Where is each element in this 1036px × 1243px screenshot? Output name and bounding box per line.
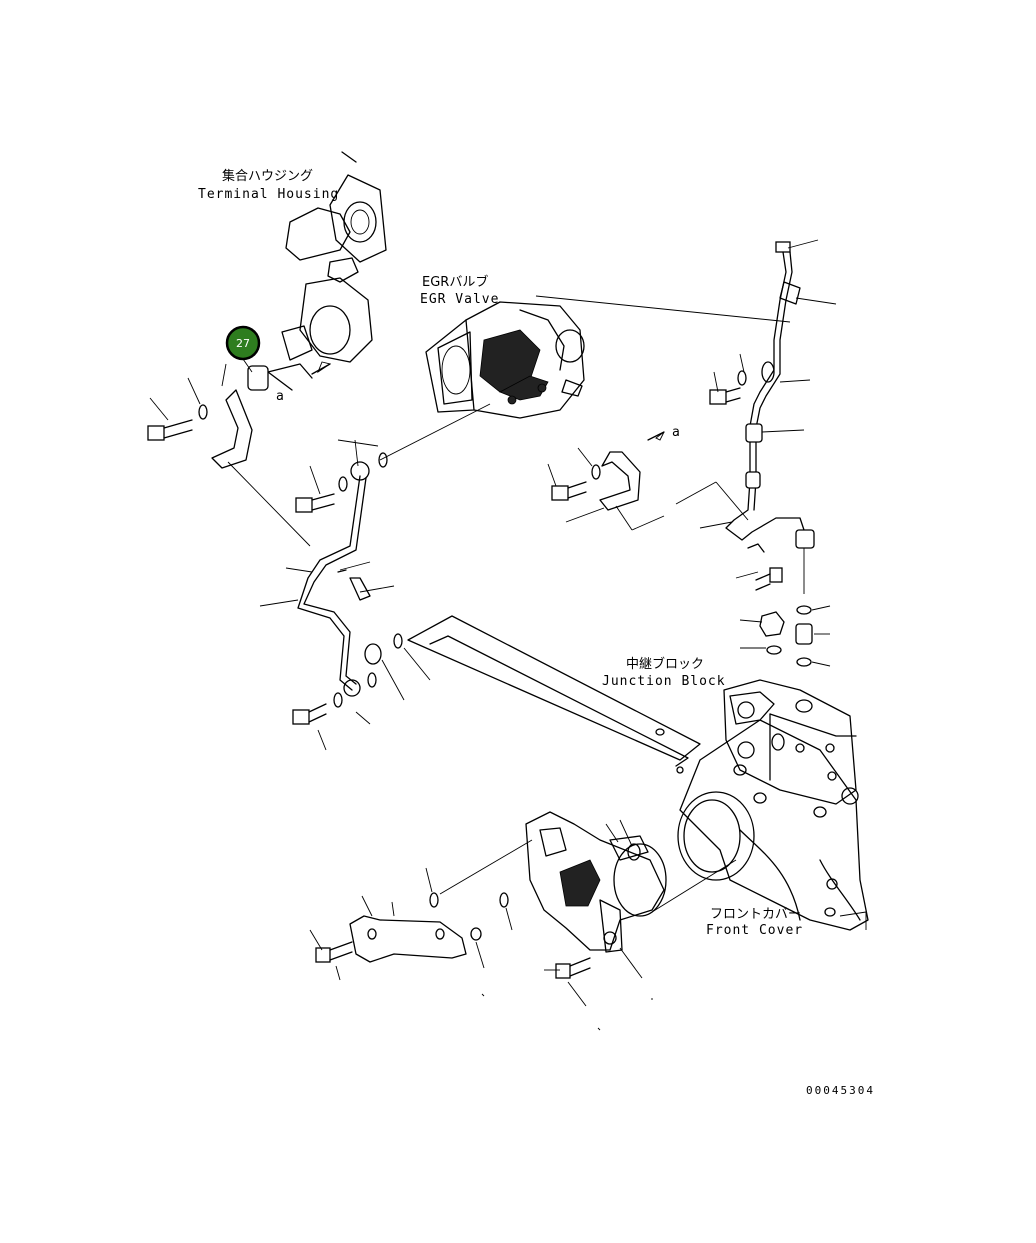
gasket-plate — [407, 615, 701, 774]
front-cover-label-en: Front Cover — [706, 923, 803, 938]
egr-valve — [425, 295, 791, 419]
spacer — [247, 365, 269, 391]
terminal-housing-label-jp: 集合ハウジング — [222, 168, 313, 184]
label-egr-valve: EGRバルブ EGR Valve — [420, 274, 499, 307]
egr-valve-label-jp: EGRバルブ — [422, 274, 488, 290]
drawing-number: 00045304 — [806, 1084, 875, 1097]
reference-a-upper: a — [276, 389, 285, 404]
callout-27[interactable]: 27 — [225, 325, 261, 361]
pump-assembly — [309, 811, 737, 1031]
front-cover — [677, 719, 869, 931]
junction-block — [723, 605, 859, 805]
tube-bracket — [147, 363, 253, 469]
label-terminal-housing: 集合ハウジング Terminal Housing — [198, 168, 339, 202]
terminal-housing-label-en: Terminal Housing — [198, 187, 339, 202]
label-junction-block: 中継ブロック Junction Block — [602, 656, 726, 689]
reference-a-lower: a — [672, 425, 681, 440]
terminal-housing: a — [247, 151, 387, 404]
egr-tube-left — [227, 403, 491, 751]
front-cover-label-jp: フロントカバー — [710, 907, 801, 922]
egr-valve-label-en: EGR Valve — [420, 292, 499, 307]
junction-block-label-jp: 中継ブロック — [626, 656, 704, 672]
bolt-head — [147, 425, 165, 441]
junction-block-label-en: Junction Block — [602, 674, 726, 689]
callout-27-number: 27 — [236, 337, 250, 350]
label-front-cover: フロントカバー Front Cover — [706, 907, 803, 938]
egr-tube-right: a — [547, 239, 837, 594]
